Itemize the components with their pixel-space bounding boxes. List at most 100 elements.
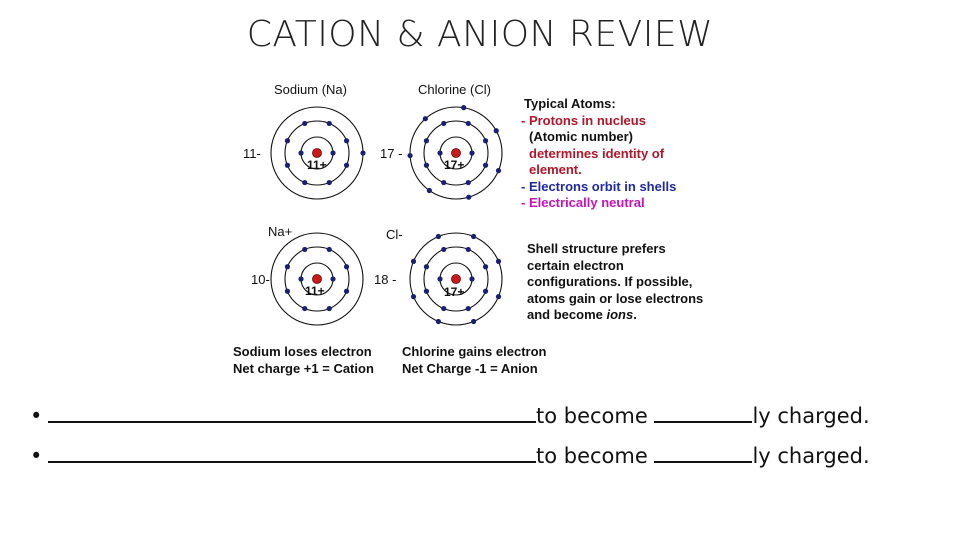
electron: [302, 305, 308, 312]
chlorine-nucleus-charge: 17+: [444, 158, 465, 172]
electron: [326, 305, 332, 312]
electron: [493, 128, 499, 134]
chlorine-electron-count: 17 -: [380, 146, 403, 161]
nucleus: [312, 274, 322, 284]
shell-ions-word: ions: [606, 307, 634, 322]
bullet-1-end: ly charged.: [752, 404, 870, 428]
electron: [407, 152, 413, 159]
fill-in-line-2: •to become ly charged.: [30, 441, 870, 468]
shell-line-5: and become ions.: [527, 307, 703, 324]
electron: [326, 120, 332, 127]
electron-shell-2: [423, 120, 489, 186]
electron: [326, 179, 332, 186]
electron: [426, 187, 432, 194]
chlorine-summary-line-1: Chlorine gains electron: [402, 344, 547, 359]
electron: [441, 305, 447, 312]
nucleus: [451, 274, 461, 284]
electron-shell-3: [409, 232, 503, 326]
electron: [298, 276, 304, 282]
typical-heading: Typical Atoms:: [524, 96, 616, 111]
electron: [435, 318, 441, 325]
electron: [302, 246, 308, 253]
electron: [465, 179, 471, 186]
bullet-1-mid: to become: [536, 404, 655, 428]
electron: [469, 150, 475, 156]
electron: [360, 150, 366, 156]
sodium-ion-label: Na+: [268, 224, 293, 239]
typical-element: element.: [529, 162, 582, 177]
chloride-ion-nucleus-charge: 17+: [444, 285, 465, 299]
electron: [423, 138, 430, 144]
sodium-summary: Sodium loses electron Net charge +1 = Ca…: [233, 343, 374, 377]
electron: [465, 246, 471, 253]
sodium-ion-nucleus-charge: 11+: [305, 284, 325, 298]
chlorine-summary-line-2: Net Charge -1 = Anion: [402, 361, 538, 376]
page-title: CATION & ANION REVIEW: [246, 14, 714, 55]
sodium-atom-diagram: [270, 106, 366, 200]
chlorine-summary: Chlorine gains electron Net Charge -1 = …: [402, 343, 546, 377]
electron: [302, 120, 308, 127]
fill-in-line-1: • to become ly charged.: [30, 401, 870, 428]
electron: [423, 288, 430, 294]
chloride-ion-label: Cl-: [386, 227, 403, 242]
electron: [482, 138, 489, 144]
electron-shell-2: [423, 246, 489, 312]
electron: [465, 305, 471, 312]
electron: [441, 120, 447, 127]
electron: [330, 150, 336, 156]
shell-structure-note: Shell structure prefers certain electron…: [527, 241, 703, 324]
electron: [495, 168, 502, 174]
electron: [495, 258, 502, 264]
electron: [423, 264, 430, 270]
shell-line-3: configurations. If possible,: [527, 274, 693, 289]
electron: [437, 150, 443, 156]
typical-atoms-note: Typical Atoms: - Protons in nucleus (Ato…: [521, 96, 676, 212]
blank-2b[interactable]: [654, 441, 753, 463]
sodium-ion-electron-count: 10-: [251, 272, 270, 287]
electron: [343, 138, 350, 144]
chlorine-atom-diagram: [407, 105, 503, 200]
shell-line-4: atoms gain or lose electrons: [527, 290, 704, 306]
electron: [437, 276, 443, 282]
sodium-summary-line-1: Sodium loses electron: [233, 344, 372, 359]
typical-atomic-number: (Atomic number): [529, 129, 633, 144]
blank-1b[interactable]: [654, 401, 753, 423]
shell-line-1: Shell structure prefers: [527, 241, 666, 256]
electron: [435, 233, 441, 240]
electron: [326, 246, 332, 253]
electron: [343, 264, 350, 270]
electron: [410, 294, 417, 300]
electron: [466, 194, 472, 200]
electron: [302, 179, 308, 186]
electron: [284, 288, 291, 294]
electron: [482, 288, 489, 294]
typical-neutral: - Electrically neutral: [521, 195, 645, 210]
bullet-2: •: [30, 444, 43, 468]
electron: [343, 288, 350, 294]
nucleus: [312, 148, 322, 158]
electron: [423, 162, 430, 168]
electron: [343, 162, 350, 168]
electron: [298, 150, 304, 156]
bullet-1: •: [30, 404, 43, 428]
shell-line-5c: .: [633, 307, 637, 322]
blank-2a[interactable]: [48, 441, 536, 463]
electron: [482, 162, 489, 168]
electron-shell-3: [270, 232, 364, 326]
typical-identity: determines identity of: [529, 145, 665, 161]
typical-electrons: - Electrons orbit in shells: [521, 178, 677, 194]
electron: [441, 246, 447, 253]
nucleus: [451, 148, 461, 158]
shell-line-2: certain electron: [527, 257, 624, 273]
electron: [495, 294, 502, 300]
sodium-electron-count: 11-: [243, 146, 261, 161]
chloride-ion-diagram: [409, 232, 503, 326]
sodium-ion-diagram: [270, 232, 364, 326]
bullet-2-mid: to become: [536, 444, 655, 468]
blank-1a[interactable]: [48, 401, 536, 423]
electron: [471, 233, 477, 240]
electron: [410, 258, 417, 264]
electron: [461, 105, 467, 111]
electron: [465, 120, 471, 127]
chlorine-label: Chlorine (Cl): [418, 82, 491, 97]
